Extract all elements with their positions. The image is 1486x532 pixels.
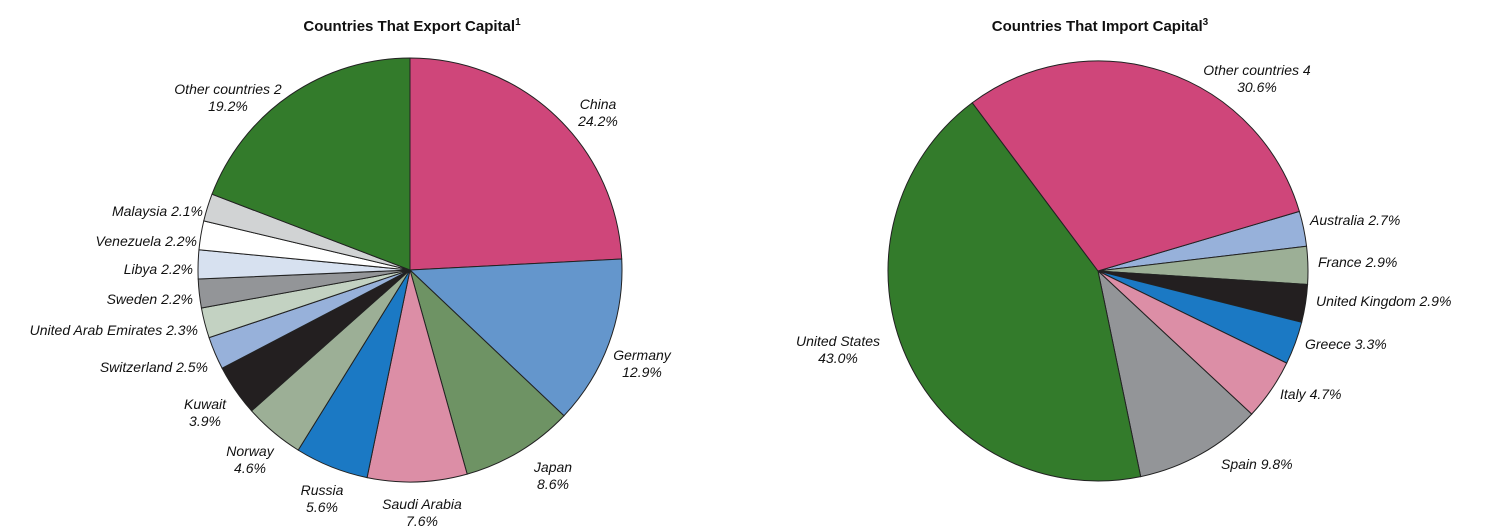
import-slice-other-countries	[971, 60, 1300, 272]
export-label-line: Venezuela 2.2%	[96, 233, 197, 249]
export-label-line: Sweden 2.2%	[107, 291, 193, 307]
import-label-line: Other countries 4	[1203, 62, 1311, 78]
import-label-line: Italy 4.7%	[1280, 386, 1341, 402]
export-label-line: 5.6%	[306, 499, 338, 515]
export-label-line: Switzerland 2.5%	[100, 359, 208, 375]
export-label-line: 3.9%	[189, 413, 221, 429]
import-title-footnote: 3	[1203, 17, 1209, 28]
export-label-united-arab-emirates: United Arab Emirates 2.3%	[30, 322, 198, 338]
export-label-line: 8.6%	[537, 476, 569, 492]
export-label-line: 24.2%	[577, 113, 618, 129]
export-label-line: United Arab Emirates 2.3%	[30, 322, 198, 338]
export-label-line: China	[580, 96, 617, 112]
export-slice-saudi-arabia	[366, 269, 468, 483]
import-label-line: France 2.9%	[1318, 254, 1397, 270]
import-label-greece: Greece 3.3%	[1305, 336, 1387, 352]
export-slice-germany	[408, 258, 623, 417]
export-title-footnote: 1	[515, 17, 521, 28]
export-label-line: Malaysia 2.1%	[112, 203, 203, 219]
export-label-line: Germany	[613, 347, 672, 363]
export-slices	[197, 57, 623, 483]
export-label-switzerland: Switzerland 2.5%	[100, 359, 208, 375]
export-label-venezuela: Venezuela 2.2%	[96, 233, 197, 249]
import-label-line: United Kingdom 2.9%	[1316, 293, 1451, 309]
import-labels: Australia 2.7% France 2.9% United Kingdom …	[796, 62, 1451, 472]
import-label-italy: Italy 4.7%	[1280, 386, 1341, 402]
export-slice-other-countries	[211, 57, 411, 271]
import-pie-chart: Countries That Import Capital3 Australia…	[796, 17, 1451, 482]
import-label-france: France 2.9%	[1318, 254, 1397, 270]
export-label-line: Libya 2.2%	[124, 261, 193, 277]
import-slices	[887, 60, 1309, 482]
export-label-line: 12.9%	[622, 364, 662, 380]
export-label-line: Other countries 2	[174, 81, 282, 97]
import-slice-spain	[1097, 269, 1253, 478]
export-label-line: Japan	[533, 459, 572, 475]
export-chart-title: Countries That Export Capital1	[303, 17, 521, 35]
export-slice-japan	[409, 268, 565, 475]
import-label-line: United States	[796, 333, 880, 349]
export-label-line: Kuwait	[184, 396, 227, 412]
export-slice-china	[409, 57, 623, 271]
export-label-line: 4.6%	[234, 460, 266, 476]
import-label-line: 30.6%	[1237, 79, 1277, 95]
import-label-line: Greece 3.3%	[1305, 336, 1387, 352]
import-label-australia: Australia 2.7%	[1309, 212, 1400, 228]
import-label-line: Spain 9.8%	[1221, 456, 1293, 472]
export-label-line: Russia	[301, 482, 344, 498]
import-label-line: Australia 2.7%	[1309, 212, 1400, 228]
import-label-line: 43.0%	[818, 350, 858, 366]
export-title-text: Countries That Export Capital	[303, 18, 515, 35]
import-label-united-kingdom: United Kingdom 2.9%	[1316, 293, 1451, 309]
import-label-spain: Spain 9.8%	[1221, 456, 1293, 472]
export-label-line: Saudi Arabia	[382, 496, 462, 512]
export-label-line: Norway	[226, 443, 274, 459]
export-label-line: 7.6%	[406, 513, 438, 529]
export-label-libya: Libya 2.2%	[124, 261, 193, 277]
export-label-malaysia: Malaysia 2.1%	[112, 203, 203, 219]
export-label-line: 19.2%	[208, 98, 248, 114]
export-label-sweden: Sweden 2.2%	[107, 291, 193, 307]
import-slice-united-states	[887, 102, 1142, 482]
import-title-text: Countries That Import Capital	[992, 18, 1203, 35]
import-chart-title: Countries That Import Capital3	[992, 17, 1209, 35]
